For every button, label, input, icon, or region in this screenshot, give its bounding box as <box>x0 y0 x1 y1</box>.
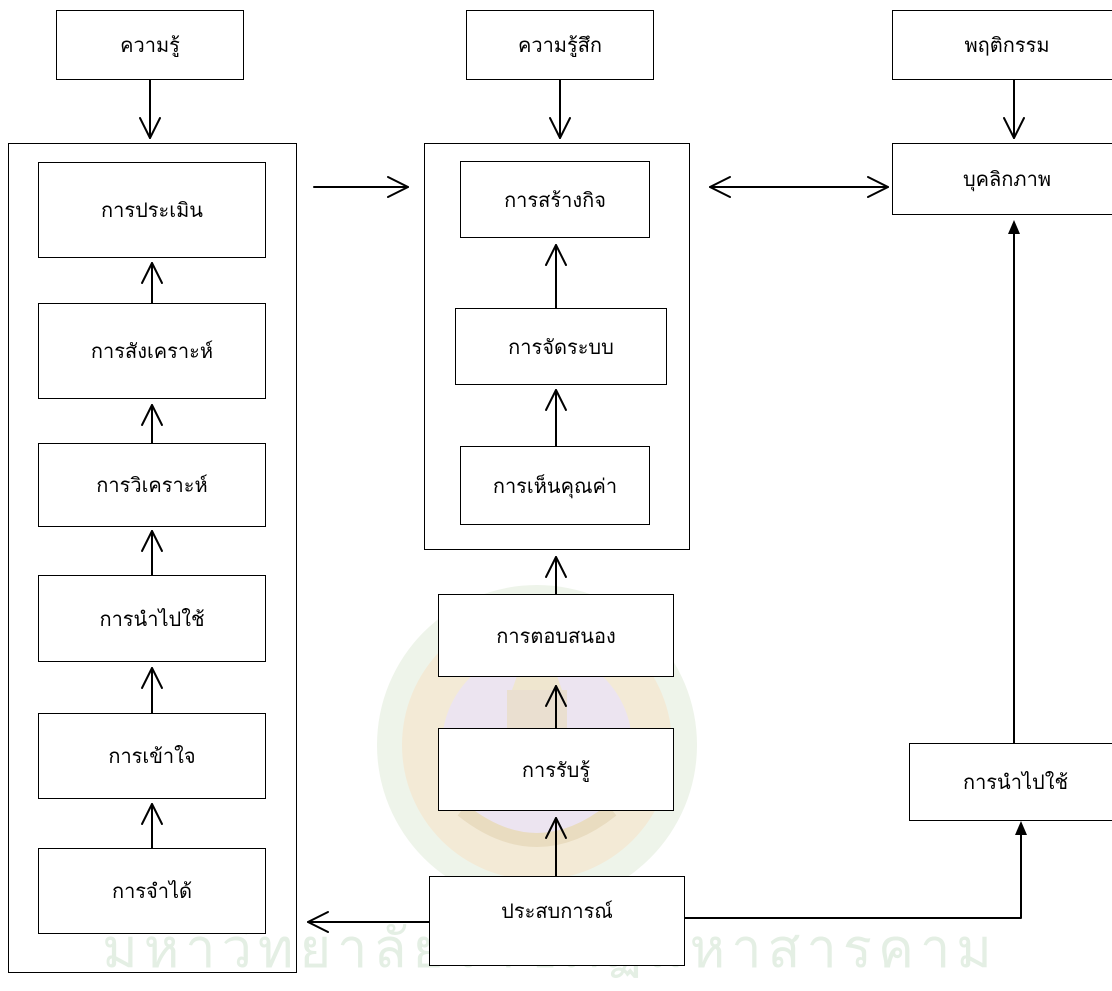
box-analysis: การวิเคราะห์ <box>38 443 266 527</box>
arrow-experience-to-cognitive <box>307 911 430 933</box>
arrow-affective-behavior-bidirectional <box>709 176 889 198</box>
box-responding: การตอบสนอง <box>438 594 674 677</box>
box-recall: การจำได้ <box>38 848 266 934</box>
affective-domain-frame <box>424 143 690 550</box>
arrow-valuing-to-organization <box>545 389 567 447</box>
arrow-receiving-to-responding <box>545 685 567 729</box>
arrowhead-experience-filled <box>1015 821 1027 835</box>
box-valuing: การเห็นคุณค่า <box>460 446 650 525</box>
arrow-application-to-analysis <box>141 530 163 576</box>
arrowhead-application-filled <box>1008 220 1020 234</box>
box-characterization: การสร้างกิจ <box>460 161 650 238</box>
header-knowledge: ความรู้ <box>56 10 244 80</box>
box-organization: การจัดระบบ <box>455 308 667 385</box>
box-application-behavioral: การนำไปใช้ <box>909 743 1112 821</box>
arrow-experience-to-application <box>684 825 1022 919</box>
box-application-cognitive: การนำไปใช้ <box>38 575 266 662</box>
box-evaluation: การประเมิน <box>38 162 266 258</box>
box-receiving: การรับรู้ <box>438 728 674 811</box>
connector-layer <box>139 79 1027 933</box>
arrow-analysis-to-synthesis <box>141 404 163 444</box>
box-personality: บุคลิกภาพ <box>892 143 1112 215</box>
arrow-experience-to-receiving <box>545 817 567 877</box>
box-comprehension: การเข้าใจ <box>38 713 266 799</box>
arrow-recall-to-comprehension <box>141 803 163 849</box>
box-experience: ประสบการณ์ <box>429 876 685 966</box>
arrow-behavior-down <box>1003 79 1025 139</box>
arrow-knowledge-down <box>139 79 161 139</box>
arrow-feeling-down <box>549 79 571 139</box>
header-feeling: ความรู้สึก <box>466 10 654 80</box>
arrow-responding-to-frame <box>545 556 567 595</box>
arrow-organization-to-characterization <box>545 244 567 309</box>
arrow-synthesis-to-evaluation <box>141 262 163 304</box>
arrow-comprehension-to-application <box>141 667 163 714</box>
arrow-cognitive-to-affective <box>313 176 409 198</box>
box-synthesis: การสังเคราะห์ <box>38 303 266 399</box>
header-behavior: พฤติกรรม <box>892 10 1112 80</box>
